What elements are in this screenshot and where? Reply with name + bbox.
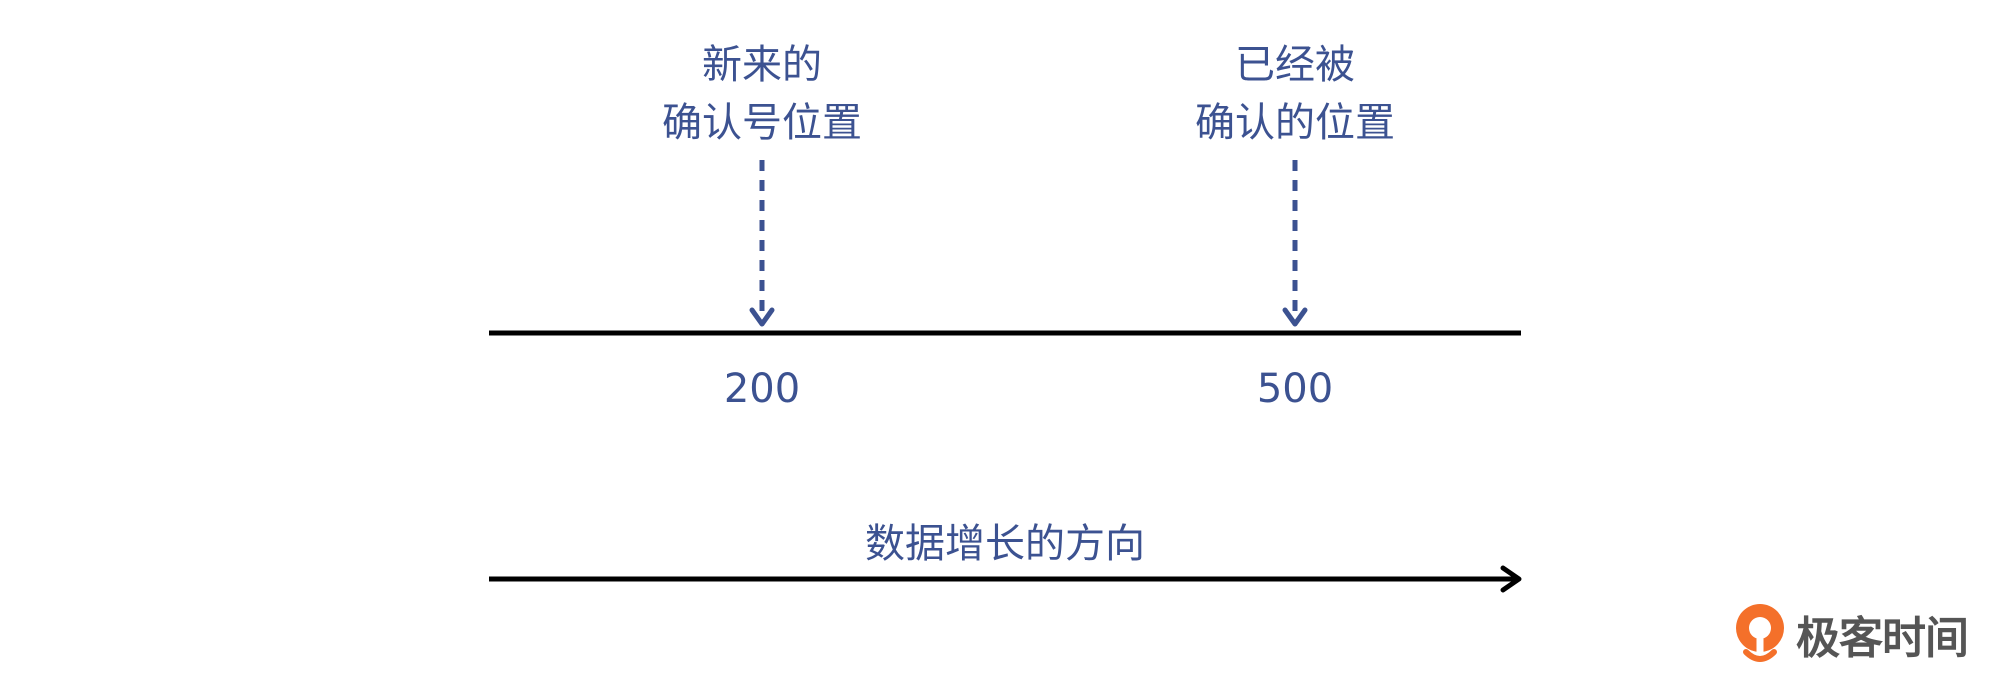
acked-position-label: 已经被 确认的位置 xyxy=(1145,36,1445,152)
acked-label-line2: 确认的位置 xyxy=(1195,100,1395,146)
new-ack-label-line2: 确认号位置 xyxy=(662,100,862,146)
direction-arrow xyxy=(489,565,1522,593)
dashed-arrow-acked xyxy=(1282,160,1308,327)
geektime-logo-text: 极客时间 xyxy=(1796,613,1969,664)
data-direction-label: 数据增长的方向 xyxy=(865,521,1145,567)
acked-label-line1: 已经被 xyxy=(1235,42,1355,88)
new-ack-value: 200 xyxy=(723,366,801,412)
dashed-arrow-new-ack xyxy=(749,160,775,327)
new-ack-position-label: 新来的 确认号位置 xyxy=(612,36,912,152)
new-ack-label-line1: 新来的 xyxy=(702,42,822,88)
geektime-logo: 极客时间 xyxy=(1732,602,1969,666)
acked-value: 500 xyxy=(1256,366,1334,412)
geektime-logo-icon xyxy=(1736,604,1784,662)
